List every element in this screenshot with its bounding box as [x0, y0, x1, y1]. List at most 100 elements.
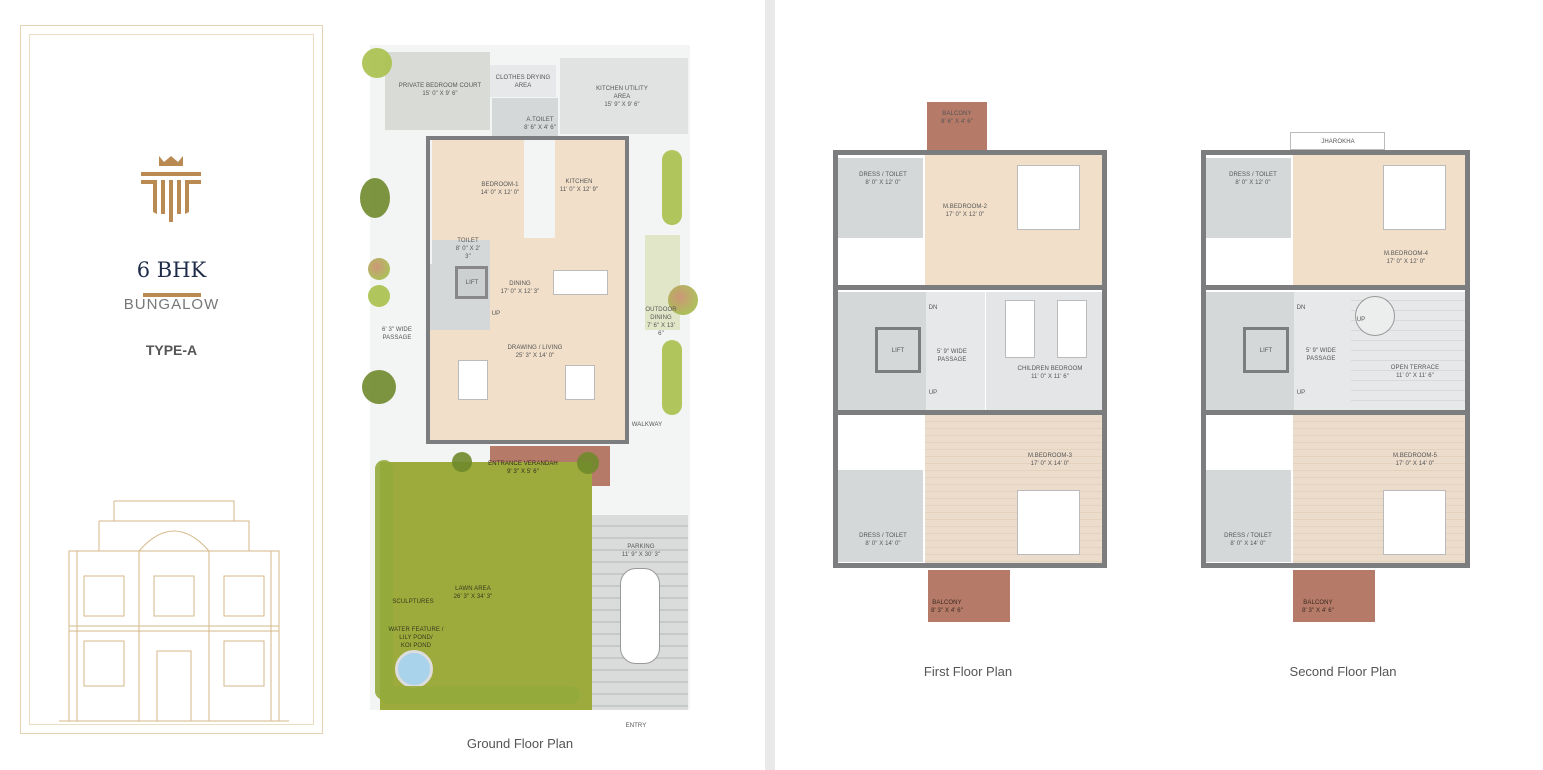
tree-icon: [368, 258, 390, 280]
first-floor-caption: First Floor Plan: [923, 664, 1013, 679]
tree-icon: [662, 340, 682, 415]
sofa: [458, 360, 488, 400]
category-label: BUNGALOW: [123, 296, 220, 313]
hedge-icon: [380, 686, 580, 704]
bed-icon: [1017, 165, 1080, 230]
label-up: UP: [1296, 390, 1306, 396]
spiral-stair-icon: [1355, 296, 1395, 336]
tree-icon: [360, 178, 390, 218]
bungalow-elevation-illustration: [59, 500, 289, 722]
label-up: UP: [491, 311, 501, 317]
balcony-bottom: [928, 570, 1010, 622]
pond: [395, 650, 433, 688]
hedge-icon: [375, 460, 393, 700]
car-icon: [620, 568, 660, 664]
bed-icon: [1383, 165, 1446, 230]
a-toilet: [492, 98, 558, 136]
brand-card: 6 BHK BUNGALOW TYPE-A: [20, 25, 323, 734]
clothes-drying-area: [490, 65, 556, 97]
label-dn: DN: [928, 305, 938, 311]
left-page: 6 BHK BUNGALOW TYPE-A: [0, 0, 765, 770]
label-walkway: WALKWAY: [631, 422, 663, 428]
kitchen: [555, 140, 625, 238]
tree-icon: [662, 150, 682, 225]
dress-toilet-top: [1206, 158, 1291, 238]
label-dn: DN: [1296, 305, 1306, 311]
kitchen-utility-area: [560, 58, 688, 134]
dining-table: [553, 270, 608, 295]
label-entry: ENTRY: [625, 723, 647, 729]
passage: [926, 292, 985, 410]
unit-type: 6 BHK: [136, 258, 207, 282]
passage: [1294, 292, 1351, 410]
balcony-top: [927, 102, 987, 152]
tree-icon: [362, 370, 396, 404]
label-lift: LIFT: [1259, 348, 1273, 354]
lift: [1243, 327, 1289, 373]
divider: [143, 293, 201, 297]
sofa: [565, 365, 595, 400]
jharokha: [1290, 132, 1385, 150]
outdoor-dining: [645, 235, 680, 330]
label-up: UP: [928, 390, 938, 396]
private-bedroom-court: [385, 52, 490, 130]
label-lift: LIFT: [891, 348, 905, 354]
label-lift: LIFT: [465, 280, 479, 286]
children-bedroom: [986, 292, 1106, 410]
label-water-feature: WATER FEATURE /LILY POND/KOI POND: [388, 627, 444, 649]
tree-icon: [362, 48, 392, 78]
label-sculptures: SCULPTURES: [392, 599, 434, 605]
crown-pillars-logo-icon: [141, 156, 201, 222]
tree-icon: [368, 285, 390, 307]
bed-icon: [1057, 300, 1087, 358]
plant-icon: [452, 452, 472, 472]
tree-icon: [668, 285, 698, 315]
lift: [875, 327, 921, 373]
bed-icon: [1017, 490, 1080, 555]
label-terrace-up: UP: [1356, 317, 1366, 323]
dress-toilet-bottom: [1206, 470, 1291, 562]
bedroom-1: [432, 140, 524, 240]
bed-icon: [1005, 300, 1035, 358]
toilet: [432, 240, 490, 264]
ground-floor-caption: Ground Floor Plan: [466, 736, 574, 751]
label-jharokha: JHAROKHA: [1321, 139, 1355, 145]
plant-icon: [577, 452, 599, 474]
dress-toilet-bottom: [838, 470, 923, 562]
lift: [455, 266, 488, 299]
variant-label: TYPE-A: [145, 342, 198, 358]
dress-toilet-top: [838, 158, 923, 238]
